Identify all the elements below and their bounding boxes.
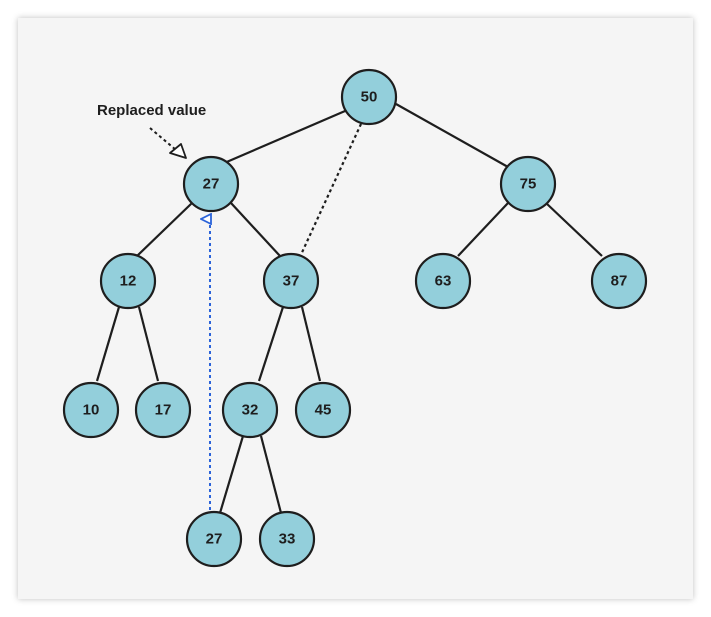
edge-75-87: [545, 202, 603, 257]
annotation-arrow: [149, 127, 177, 151]
edge-12-10: [95, 306, 121, 382]
node-label: 12: [120, 273, 137, 290]
node-label: 10: [83, 402, 100, 419]
node-label: 50: [361, 89, 378, 106]
tree-node: 27: [182, 155, 240, 213]
edge-75-63: [457, 202, 509, 257]
nodes: 50 27 75 12 37 63 87 10: [62, 68, 648, 568]
node-label: 27: [206, 531, 223, 548]
tree-node: 75: [499, 155, 557, 213]
edge-50-75: [395, 103, 509, 168]
edge-32-33: [259, 435, 283, 514]
node-label: 32: [242, 402, 259, 419]
tree-node: 63: [414, 252, 472, 310]
tree-node: 37: [262, 252, 320, 310]
edge-27-12: [136, 202, 193, 257]
annotation-label: Replaced value: [97, 102, 206, 119]
edge-37-45: [300, 306, 322, 382]
node-label: 27: [203, 176, 220, 193]
node-label: 45: [315, 402, 332, 419]
tree-node: 45: [294, 381, 352, 439]
edge-50-27: [221, 106, 353, 166]
node-label: 17: [155, 402, 172, 419]
edge-37-32: [257, 306, 285, 382]
node-label: 87: [611, 273, 628, 290]
tree-node: 87: [590, 252, 648, 310]
node-label: 63: [435, 273, 452, 290]
tree-node: 27: [185, 510, 243, 568]
edges: [95, 103, 603, 514]
node-label: 37: [283, 273, 300, 290]
tree-node: 17: [134, 381, 192, 439]
annotation-arrowhead: [169, 143, 187, 159]
node-label: 75: [520, 176, 537, 193]
tree-node: 50: [340, 68, 398, 126]
edge-50-37-dotted: [298, 123, 362, 260]
node-label: 33: [279, 531, 296, 548]
tree-node: 12: [99, 252, 157, 310]
tree-node: 33: [258, 510, 316, 568]
tree-node: 32: [221, 381, 279, 439]
edge-27-37: [230, 202, 281, 257]
edge-32-27: [218, 435, 245, 514]
edge-12-17: [137, 306, 160, 382]
tree-node: 10: [62, 381, 120, 439]
